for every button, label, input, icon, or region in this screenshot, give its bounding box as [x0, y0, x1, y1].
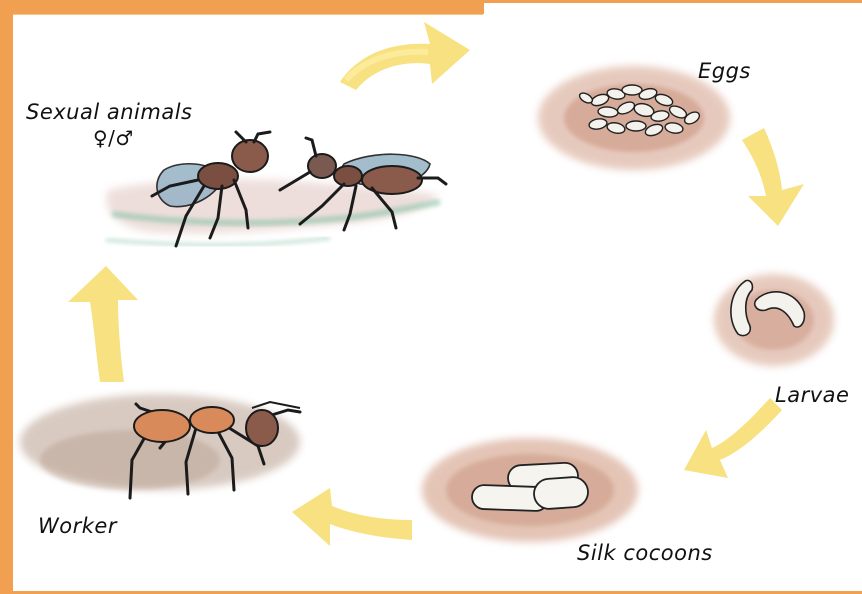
eggs-label: Eggs — [698, 59, 751, 83]
larvae-illustration — [714, 274, 834, 366]
sexual-animals-illustration — [106, 132, 446, 246]
silk-cocoons-label: Silk cocoons — [577, 541, 713, 565]
sex-symbols-label: ♀/♂ — [93, 126, 134, 150]
cocoons-illustration — [422, 438, 638, 542]
larvae-label: Larvae — [775, 383, 849, 407]
arrow-larvae-to-cocoons-icon — [684, 398, 782, 478]
sexual-animals-label: Sexual animals — [26, 100, 192, 124]
arrow-top-icon — [340, 22, 470, 90]
worker-label: Worker — [38, 514, 117, 538]
arrow-worker-to-sexual-icon — [68, 266, 138, 382]
arrow-eggs-to-larvae-icon — [742, 128, 804, 226]
arrow-cocoons-to-worker-icon — [292, 488, 412, 546]
worker-illustration — [20, 394, 300, 498]
